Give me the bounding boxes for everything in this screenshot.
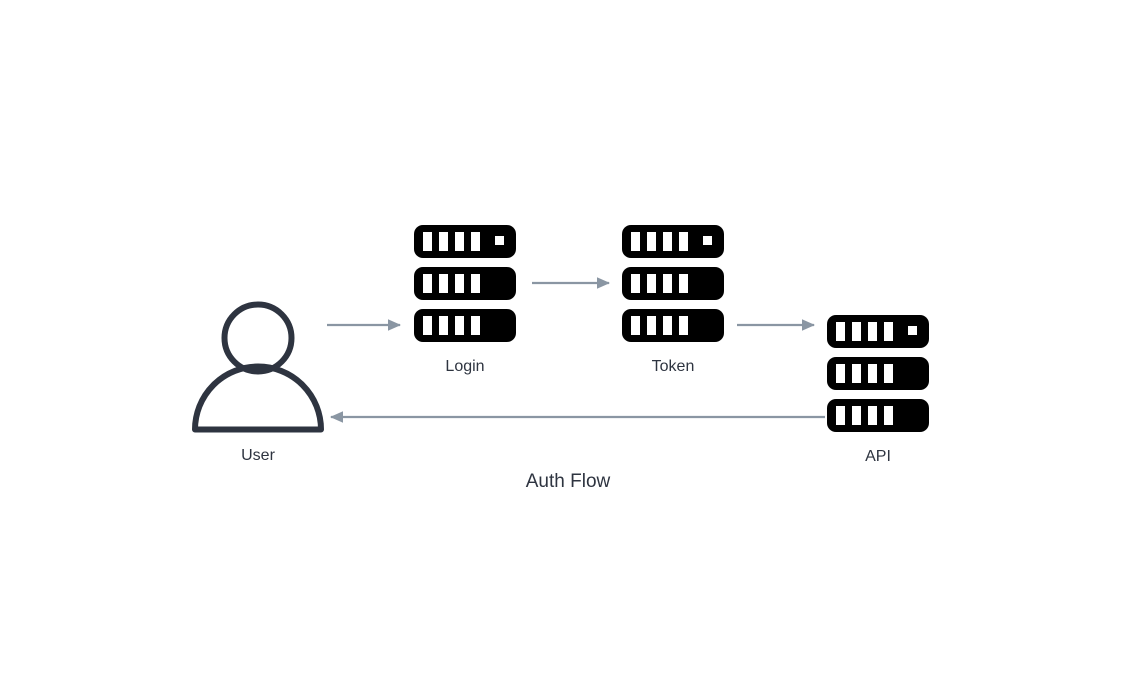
server-slots — [836, 322, 893, 341]
server-slots — [836, 364, 893, 383]
server-slot — [868, 406, 877, 425]
server-slots — [631, 232, 688, 251]
server-slot — [471, 316, 480, 335]
server-slots — [423, 232, 480, 251]
server-led-icon — [703, 236, 712, 245]
server-slots — [423, 274, 480, 293]
server-slot — [868, 364, 877, 383]
server-slot — [631, 274, 640, 293]
server-slot — [423, 316, 432, 335]
server-slot — [423, 274, 432, 293]
server-slot — [663, 274, 672, 293]
server-bar-middle — [414, 267, 516, 300]
server-slot — [679, 274, 688, 293]
server-slot — [471, 232, 480, 251]
server-slot — [439, 316, 448, 335]
server-slot — [455, 274, 464, 293]
server-bar-bottom — [827, 399, 929, 432]
server-stack-icon — [622, 225, 724, 342]
server-bar-middle — [827, 357, 929, 390]
server-slot — [836, 322, 845, 341]
node-user[interactable]: User — [188, 298, 328, 478]
server-bar-bottom — [414, 309, 516, 342]
server-led-icon — [495, 236, 504, 245]
server-slot — [631, 232, 640, 251]
server-slot — [647, 232, 656, 251]
server-slot — [679, 232, 688, 251]
node-api[interactable]: API — [827, 315, 929, 475]
server-slot — [647, 316, 656, 335]
server-slot — [439, 232, 448, 251]
server-led-icon — [908, 326, 917, 335]
node-label-login: Login — [445, 358, 485, 375]
diagram-title: Auth Flow — [525, 471, 611, 492]
server-slot — [439, 274, 448, 293]
server-stack-icon — [827, 315, 929, 432]
server-slot — [836, 364, 845, 383]
server-slot — [663, 232, 672, 251]
server-slot — [884, 364, 893, 383]
server-bar-top — [622, 225, 724, 258]
server-stack-icon — [414, 225, 516, 342]
node-label-api: API — [865, 448, 891, 465]
server-bar-top — [414, 225, 516, 258]
server-slots — [836, 406, 893, 425]
server-slot — [836, 406, 845, 425]
server-slot — [471, 274, 480, 293]
server-bar-top — [827, 315, 929, 348]
server-slots — [631, 274, 688, 293]
server-slot — [868, 322, 877, 341]
node-token[interactable]: Token — [622, 225, 724, 385]
node-login[interactable]: Login — [414, 225, 516, 385]
server-slot — [423, 232, 432, 251]
server-slot — [455, 232, 464, 251]
server-slot — [852, 364, 861, 383]
node-label-token: Token — [651, 358, 695, 375]
server-bar-bottom — [622, 309, 724, 342]
server-slot — [631, 316, 640, 335]
server-slot — [679, 316, 688, 335]
server-slots — [631, 316, 688, 335]
server-bar-middle — [622, 267, 724, 300]
server-slots — [423, 316, 480, 335]
server-slot — [852, 406, 861, 425]
server-slot — [663, 316, 672, 335]
server-slot — [884, 322, 893, 341]
node-label-user: User — [241, 447, 275, 464]
server-slot — [647, 274, 656, 293]
server-slot — [852, 322, 861, 341]
user-icon — [192, 301, 324, 433]
server-slot — [884, 406, 893, 425]
server-slot — [455, 316, 464, 335]
